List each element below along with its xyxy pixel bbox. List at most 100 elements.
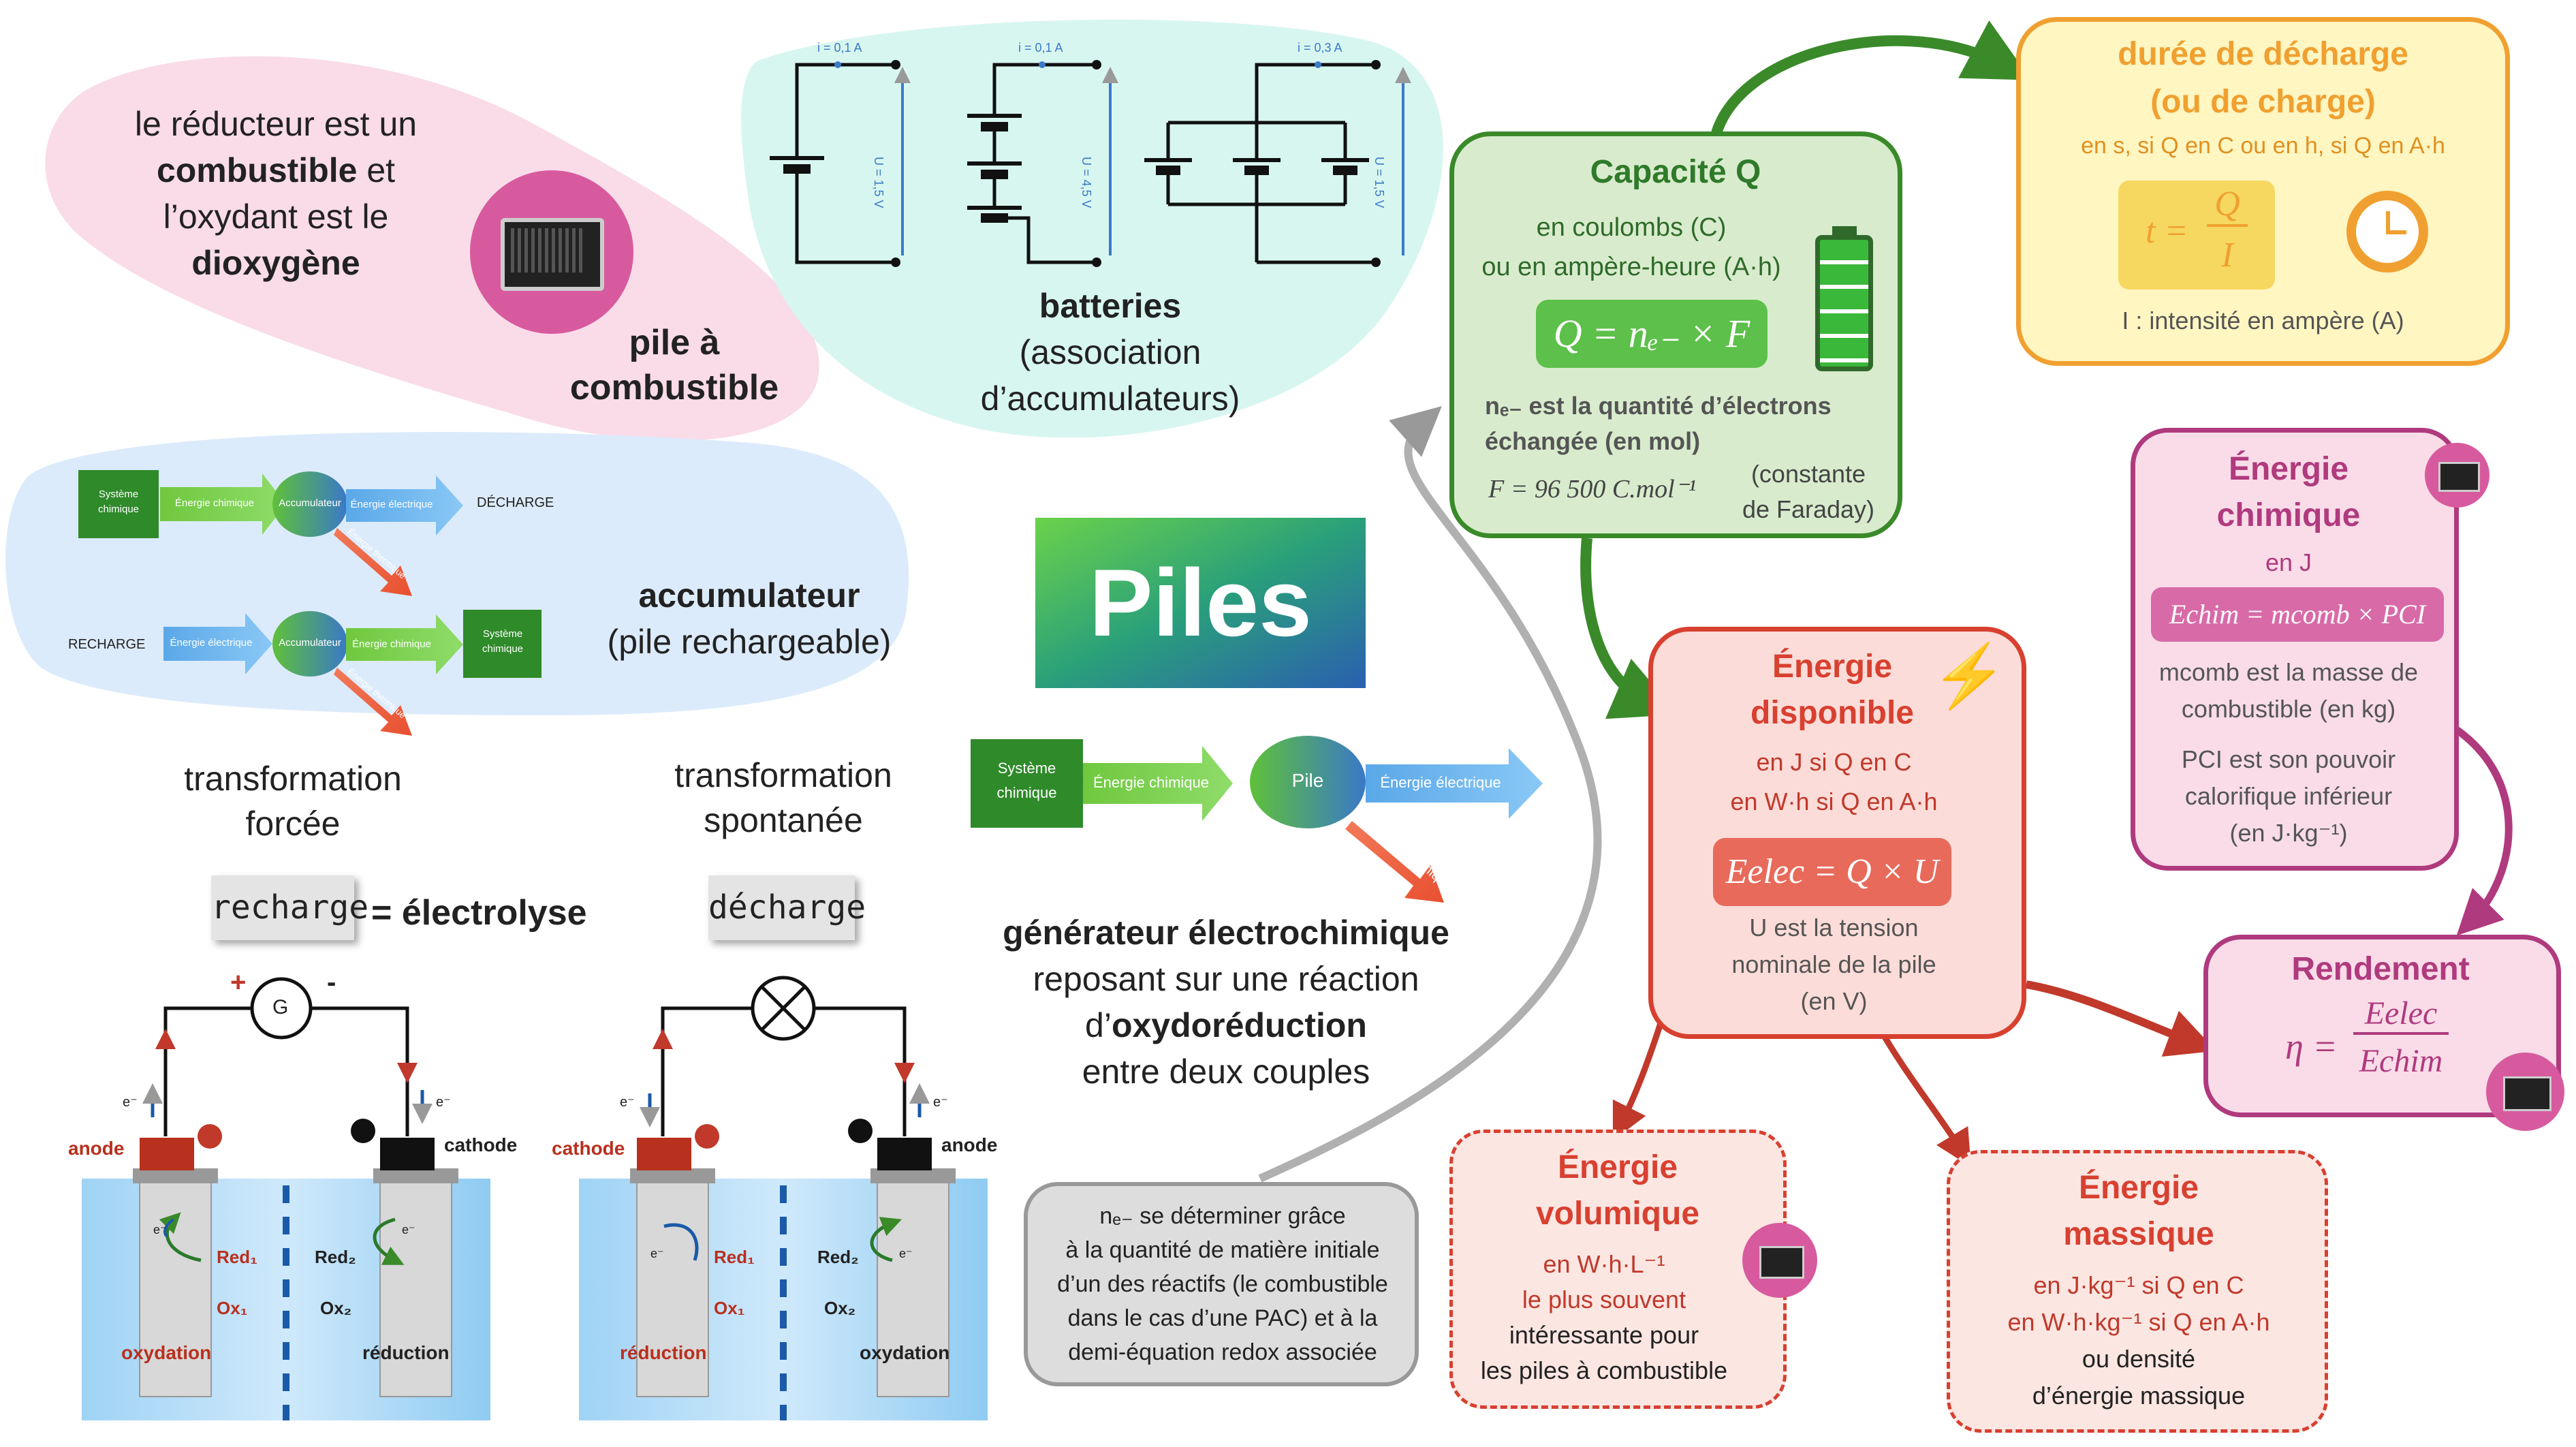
echim-note1-l1: mcomb est la masse de	[2158, 658, 2419, 686]
acc-d-box	[78, 470, 159, 538]
acc-d-arrow2	[346, 476, 463, 535]
energie-disponible-box	[1648, 627, 2026, 1039]
forcee-red2: Red₂	[315, 1247, 356, 1267]
cell2-electrode-right	[877, 1171, 949, 1397]
edispo-formula: Eelec = Q × U	[1713, 838, 1951, 906]
batteries-sub1: (association	[1019, 333, 1201, 371]
rendement-eta: η =	[2285, 1026, 2338, 1067]
arrow-capacite-to-energie	[1580, 538, 1679, 719]
batteries-sub2: d’accumulateurs)	[980, 379, 1240, 418]
evol-l4: les piles à combustible	[1480, 1356, 1728, 1384]
pc-line4: dioxygène	[191, 244, 360, 282]
forcee-l1: transformation	[184, 760, 402, 798]
pink-blob	[45, 56, 819, 441]
capacite-f-note: (constante de Faraday)	[1727, 456, 1890, 527]
forcee-l2: forcée	[245, 805, 341, 843]
edispo-title-l2: disponible	[1750, 695, 1914, 731]
arrow-chimique-to-rendement	[2430, 712, 2513, 936]
forcee-plus: +	[230, 967, 247, 997]
acc-d-arrow1-label: Énergie chimique	[175, 497, 254, 509]
circuit1-current: i = 0,1 A	[817, 41, 862, 55]
echim-fuelcell-icon	[2425, 443, 2489, 508]
spont-ox2: Ox₂	[824, 1298, 856, 1318]
emass-l1: en J·kg⁻¹ si Q en C	[2033, 1271, 2244, 1299]
batteries-text: batteries (association d’accumulateurs)	[940, 283, 1281, 422]
gen-box	[971, 739, 1083, 828]
duree-title: durée de décharge (ou de charge)	[2023, 31, 2503, 126]
echim-title: Énergie chimique	[2139, 446, 2438, 539]
spont-ox1: Ox₁	[714, 1298, 745, 1318]
capacite-f-note-l1: (constante	[1750, 460, 1866, 488]
acc-d-box-label: Système chimique	[97, 488, 140, 515]
spont-e4: e⁻	[899, 1247, 913, 1260]
echim-fuelcell-body	[2438, 462, 2480, 492]
evol-title-l1: Énergie	[1557, 1149, 1678, 1185]
pc-et: et	[366, 151, 396, 189]
capacite-l2: ou en ampère-heure (A·h)	[1481, 253, 1781, 281]
evol-title-l2: volumique	[1535, 1196, 1700, 1232]
gen-arrow2	[1366, 748, 1543, 819]
forcee-e4: e⁻	[402, 1223, 415, 1236]
pc-line3: l’oxydant est le	[163, 198, 389, 236]
circuit1-voltage: U = 1,5 V	[872, 157, 885, 208]
energie-chimique-box	[2131, 428, 2459, 871]
cell1-cathode-cap	[380, 1138, 435, 1170]
edispo-note-l3: (en V)	[1800, 987, 1868, 1015]
emass-title-l1: Énergie	[2078, 1170, 2199, 1206]
echim-note1-l2: combustible (en kg)	[2181, 695, 2396, 723]
echim-note2: PCI est son pouvoir calorifique inférieu…	[2139, 741, 2438, 852]
acc-r-node	[272, 611, 347, 676]
edispo-l2: en W·h si Q en A·h	[1730, 788, 1938, 815]
ne-note-text: nₑ₋ se déterminer grâce à la quantité de…	[1032, 1199, 1413, 1369]
edispo-l1: en J si Q en C	[1756, 748, 1912, 776]
capacite-f-note-l2: de Faraday)	[1742, 495, 1875, 523]
acc-title: accumulateur	[638, 576, 860, 614]
emass-text: en J·kg⁻¹ si Q en C en W·h·kg⁻¹ si Q en …	[1955, 1267, 2323, 1414]
capacite-ne-l2: échangée (en mol)	[1485, 427, 1701, 455]
forcee-right-reaction: réduction	[362, 1342, 450, 1363]
gen-arrow2-label: Énergie électrique	[1380, 774, 1501, 791]
acc-r-arrow2-label: Énergie chimique	[352, 638, 431, 650]
circuit2-voltage: U = 4,5 V	[1080, 157, 1093, 208]
capacite-l1: en coulombs (C)	[1536, 213, 1727, 242]
forcee-heading: transformation forcée	[129, 756, 456, 846]
gen-line4: entre deux couples	[1082, 1053, 1370, 1091]
duree-title-l2: (ou de charge)	[2150, 84, 2376, 120]
capacite-units: en coulombs (C) ou en ampère-heure (A·h)	[1458, 208, 1805, 287]
echim-unit: en J	[2265, 548, 2312, 576]
pile-combustible-text: le réducteur est un combustible et l’oxy…	[95, 101, 456, 286]
acc-r-box	[463, 610, 541, 678]
forcee-ox2: Ox₂	[320, 1298, 352, 1318]
acc-d-node-label: Accumulateur	[279, 497, 341, 509]
evol-l3: intéressante pour	[1509, 1321, 1699, 1349]
forcee-tag: recharge	[211, 875, 368, 940]
gen-box-label: Système chimique	[996, 760, 1057, 801]
spont-red1: Red₁	[714, 1247, 755, 1267]
spont-e2: e⁻	[933, 1095, 948, 1110]
pile-combustible-title: pile à combustible	[531, 320, 817, 410]
echim-title-l2: chimique	[2216, 497, 2361, 533]
capacite-f: F = 96 500 C.mol⁻¹	[1488, 475, 1697, 503]
forcee-left-reaction: oxydation	[121, 1342, 212, 1363]
evol-fuelcell-body	[1759, 1246, 1804, 1279]
gen-arrow1-label: Énergie chimique	[1093, 774, 1209, 791]
gen-arrow3	[1345, 821, 1444, 903]
cell2-electrode-left	[636, 1171, 709, 1397]
duree-formula-t: t =	[2146, 212, 2188, 251]
gen-title: générateur électrochimique	[1003, 914, 1449, 952]
gen-node-label: Pile	[1291, 770, 1324, 791]
circuit2-current: i = 0,1 A	[1018, 41, 1063, 55]
rendement-den: Echim	[2359, 1043, 2443, 1079]
acc-r-arrow1-label: Énergie électrique	[170, 637, 253, 649]
forcee-g: G	[272, 996, 289, 1018]
echim-title-l1: Énergie	[2228, 451, 2349, 487]
ne-note-l1: nₑ₋ se déterminer grâce	[1099, 1203, 1346, 1229]
edispo-units: en J si Q en C en W·h si Q en A·h	[1655, 743, 2013, 822]
arrow-energie-to-rendement	[2025, 980, 2216, 1057]
pc-line1: le réducteur est un	[134, 105, 418, 143]
echim-note2-l1: PCI est son pouvoir	[2181, 745, 2396, 773]
circuit-2	[967, 63, 1097, 264]
spont-red2: Red₂	[817, 1247, 859, 1267]
emass-l3: ou densité	[2082, 1345, 2196, 1373]
